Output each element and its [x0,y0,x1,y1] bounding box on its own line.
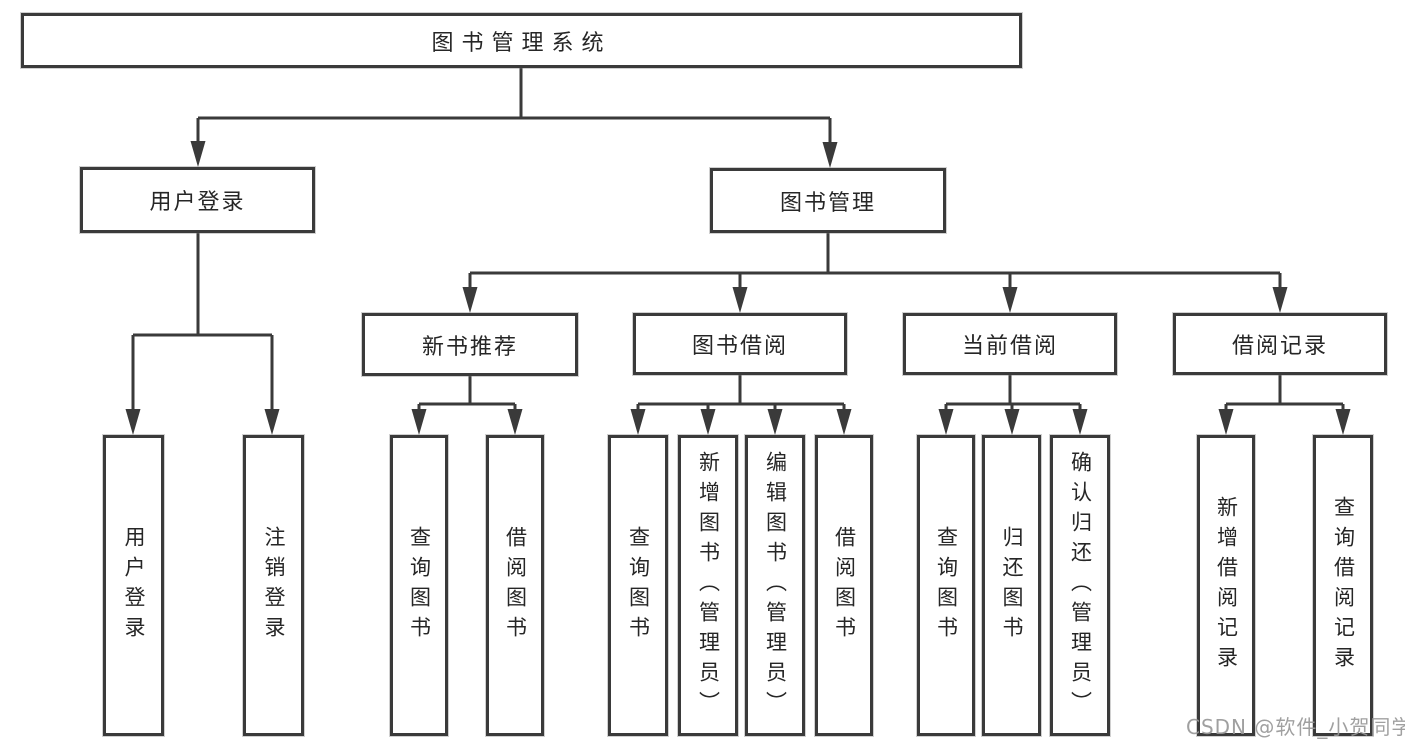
watermark: CSDN @软件_小贺同学 [1186,715,1405,739]
leaf-records-add-borrow-record: 新增借阅记录 [1197,435,1255,736]
node-label: 用户登录 [122,525,146,646]
leaf-borrow-edit-books-admin: 编辑图书（管理员） [745,435,805,736]
node-book-borrowing: 图书借阅 [633,313,847,375]
node-label: 图书管理系统 [431,30,612,56]
node-label: 新书推荐 [421,334,518,360]
node-label: 查询借阅记录 [1331,495,1356,676]
leaf-recommend-query-books: 查询图书 [390,435,448,736]
leaf-borrow-add-books-admin: 新增图书（管理员） [678,435,738,736]
leaf-records-query-borrow-record: 查询借阅记录 [1313,435,1373,736]
node-label: 查询图书 [934,525,959,646]
node-label: 归还图书 [1000,525,1024,646]
node-label: 新增借阅记录 [1214,495,1239,676]
leaf-user-login: 用户登录 [103,435,164,736]
node-label: 图书借阅 [691,334,788,359]
node-label: 新增图书（管理员） [696,450,721,721]
node-label: 注销登录 [262,525,286,646]
node-borrowing-records: 借阅记录 [1173,313,1387,375]
node-label: 借阅记录 [1231,334,1328,359]
node-label: 当前借阅 [961,334,1058,359]
node-label: 查询图书 [626,525,651,646]
node-label: 确认归还（管理员） [1068,450,1093,721]
node-user-login: 用户登录 [80,167,315,233]
node-label: 查询图书 [407,525,432,646]
node-label: 用户登录 [149,190,246,215]
leaf-current-confirm-return-admin: 确认归还（管理员） [1050,435,1110,736]
node-book-management: 图书管理 [710,168,946,233]
node-label: 编辑图书（管理员） [763,450,788,721]
leaf-current-query-books: 查询图书 [917,435,975,736]
node-label: 图书管理 [779,190,876,216]
leaf-logout: 注销登录 [243,435,304,736]
leaf-borrow-borrow-books: 借阅图书 [815,435,873,736]
node-label: 借阅图书 [832,525,857,646]
node-library-management-system: 图书管理系统 [21,13,1022,68]
node-current-borrowing: 当前借阅 [903,313,1117,375]
leaf-recommend-borrow-books: 借阅图书 [486,435,544,736]
arrowheads [125,141,1351,435]
leaf-borrow-query-books: 查询图书 [608,435,668,736]
node-new-book-recommendation: 新书推荐 [362,313,578,376]
leaf-current-return-books: 归还图书 [982,435,1041,736]
node-label: 借阅图书 [503,525,528,646]
